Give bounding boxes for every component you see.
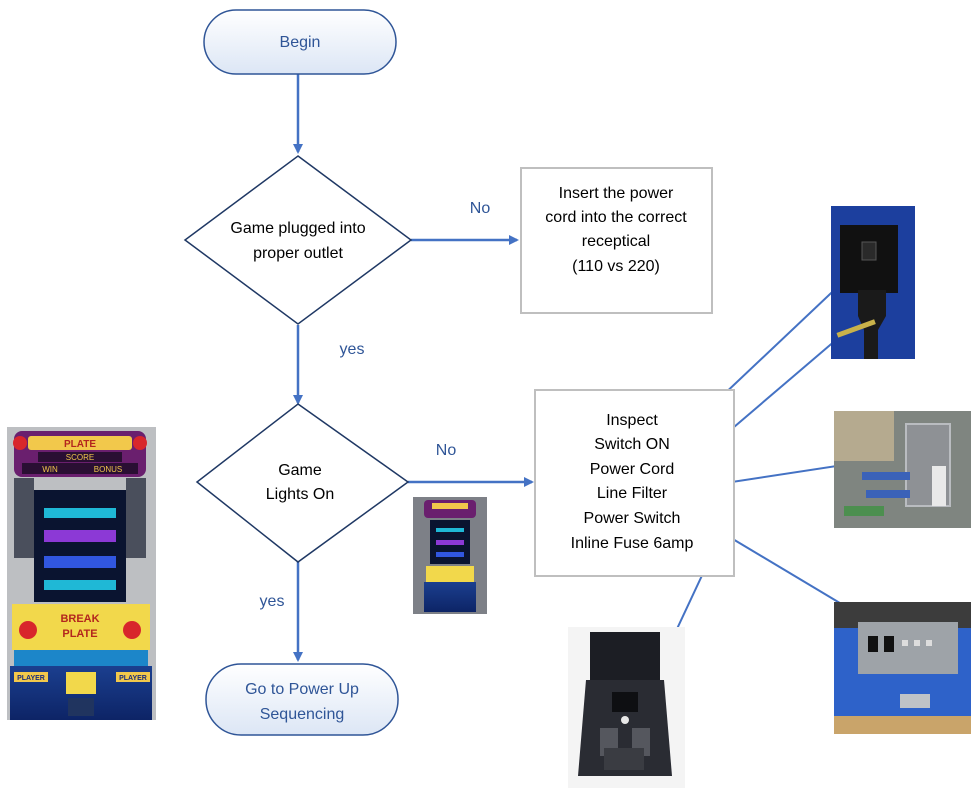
inspect-line-filter: Line Filter [597,485,668,502]
decision2-line1: Game [278,462,322,479]
marquee-plate-text: PLATE [64,439,96,450]
action1-line4: (110 vs 220) [572,258,660,275]
decision-lights-on: Game Lights On [195,403,410,563]
decision1-line1: Game plugged into [230,220,365,237]
panel-break-text: BREAK [60,613,99,625]
decision-plugged-in: Game plugged into proper outlet [183,155,413,325]
action1-line3: receptical [582,233,650,250]
decision2-yes-label: yes [260,593,285,610]
decision2-no-label: No [436,442,457,459]
marquee-bonus-text: BONUS [94,465,122,474]
inline-fuse-holder-photo [568,627,685,788]
panel-plate-text: PLATE [62,628,97,640]
action-insert-power-cord: Insert the power cord into the correct r… [520,167,713,314]
marquee-score-text: SCORE [66,453,94,462]
inspect-inline-fuse: Inline Fuse 6amp [571,535,694,552]
action1-line1: Insert the power [559,185,674,202]
line-filter-photo [834,411,971,528]
player1-text: PLAYER [17,675,45,682]
decision1-yes-label: yes [340,341,365,358]
inspect-switch-on: Switch ON [594,436,670,453]
decision2-line2: Lights On [266,486,334,503]
end-line2: Sequencing [260,706,345,723]
power-switch-panel-photo [834,602,971,734]
power-cord-inlet-photo [831,206,915,359]
inspect-power-cord: Power Cord [590,461,674,478]
decision1-line2: proper outlet [253,245,343,262]
player2-text: PLAYER [119,675,147,682]
marquee-win-text: WIN [42,465,58,474]
start-node: Begin [203,9,397,75]
start-label: Begin [280,34,321,51]
arcade-cabinet-small-photo [413,497,487,614]
arcade-cabinet-photo: PLATE SCORE WIN BONUS BREAK PLATE PLAYER… [7,427,156,720]
decision1-no-label: No [470,200,491,217]
end-line1: Go to Power Up [245,681,359,698]
inspect-power-switch: Power Switch [584,510,681,527]
inspect-heading: Inspect [606,412,658,429]
end-node: Go to Power Up Sequencing [205,663,399,736]
inspect-checklist-box: Inspect Switch ON Power Cord Line Filter… [534,389,735,577]
action1-line2: cord into the correct [545,209,687,226]
